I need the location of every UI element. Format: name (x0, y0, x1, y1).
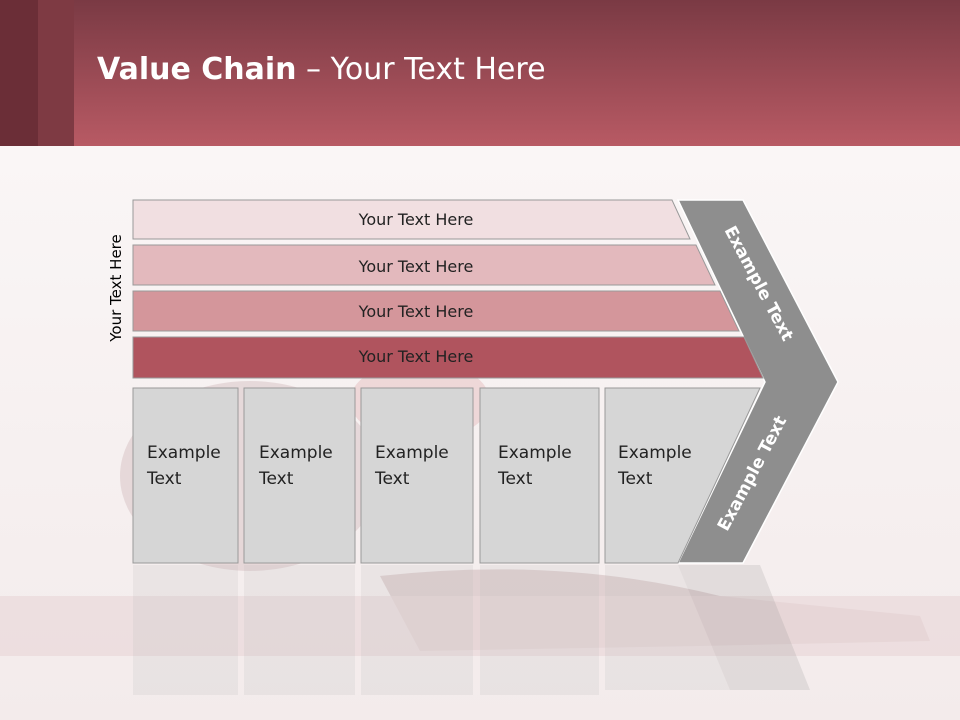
row-bar-4[interactable] (132, 336, 764, 379)
box-label-line2: Text (147, 469, 182, 489)
box-label-2: Example Text (259, 440, 333, 492)
row-bar-2[interactable] (132, 244, 716, 286)
title-bold: Value Chain (97, 52, 297, 87)
row-label-4: Your Text Here (358, 347, 474, 366)
box-label-line2: Text (375, 469, 410, 489)
header-stripe (0, 0, 38, 146)
slide-title[interactable]: Value Chain – Your Text Here (97, 52, 546, 87)
slide-header: Value Chain – Your Text Here (0, 0, 960, 146)
box-label-line2: Text (618, 469, 653, 489)
box-label-5: Example Text (618, 440, 692, 492)
box-label-line2: Text (259, 469, 294, 489)
row-label-2: Your Text Here (358, 257, 474, 276)
row-bar-1[interactable] (132, 199, 691, 240)
chevron-arrow[interactable] (676, 199, 839, 564)
row-label-1: Your Text Here (358, 210, 474, 229)
reflection (133, 565, 810, 695)
box-label-1: Example Text (147, 440, 221, 492)
box-label-line1: Example (259, 443, 333, 463)
activity-box-2[interactable] (243, 387, 356, 564)
box-label-3: Example Text (375, 440, 449, 492)
row-label-3: Your Text Here (358, 302, 474, 321)
activity-box-3[interactable] (360, 387, 474, 564)
header-stripe (38, 0, 74, 146)
row-bar-3[interactable] (132, 290, 740, 332)
activity-box-5[interactable] (604, 387, 761, 564)
box-label-line1: Example (618, 443, 692, 463)
activity-box-4[interactable] (479, 387, 600, 564)
title-rest: – Your Text Here (296, 52, 546, 87)
box-label-line1: Example (498, 443, 572, 463)
box-label-line1: Example (147, 443, 221, 463)
activity-box-1[interactable] (132, 387, 239, 564)
box-label-line1: Example (375, 443, 449, 463)
box-label-4: Example Text (498, 440, 572, 492)
box-label-line2: Text (498, 469, 533, 489)
